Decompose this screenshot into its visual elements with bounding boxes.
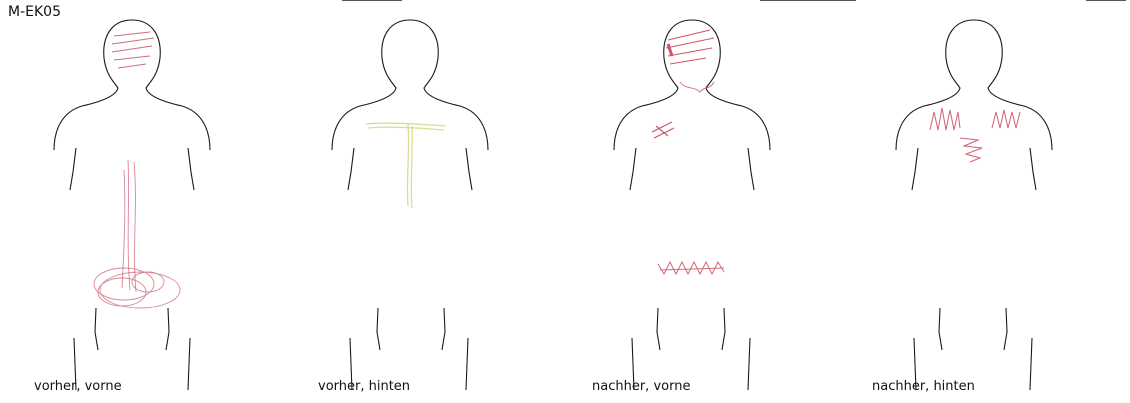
pain-marking-back-t: [366, 123, 446, 208]
left-arm: [70, 148, 76, 190]
panel-caption: vorher, hinten: [318, 379, 410, 394]
left-leg: [95, 308, 98, 350]
panel-caption: vorher, vorne: [34, 379, 122, 394]
body-outline-drawing: [0, 0, 282, 403]
head-outline: [54, 20, 132, 150]
pain-marking-shoulder: [652, 122, 674, 138]
body-panel-after-front: nachher, vorne: [564, 0, 846, 403]
body-panel-after-back: nachher, hinten: [846, 0, 1128, 403]
pain-marking-mid-back: [960, 138, 982, 162]
right-arm: [188, 148, 194, 190]
pain-marking-upper-back-right: [992, 110, 1020, 128]
pain-marking-head: [112, 32, 154, 68]
body-panel-before-back: vorher, hinten: [282, 0, 564, 403]
body-outline-drawing: [282, 0, 564, 403]
right-leg: [166, 308, 169, 350]
body-outline-drawing: [846, 0, 1128, 403]
pain-marking-lower-abdomen: [94, 268, 180, 308]
body-outline-drawing: [564, 0, 846, 403]
panel-caption: nachher, vorne: [592, 379, 690, 394]
body-panel-before-front: vorher, vorne: [0, 0, 282, 403]
pain-marking-head: [666, 30, 714, 64]
panel-caption: nachher, hinten: [872, 379, 975, 394]
pain-marking-abdomen: [658, 262, 724, 274]
pain-marking-upper-back-left: [930, 108, 960, 130]
